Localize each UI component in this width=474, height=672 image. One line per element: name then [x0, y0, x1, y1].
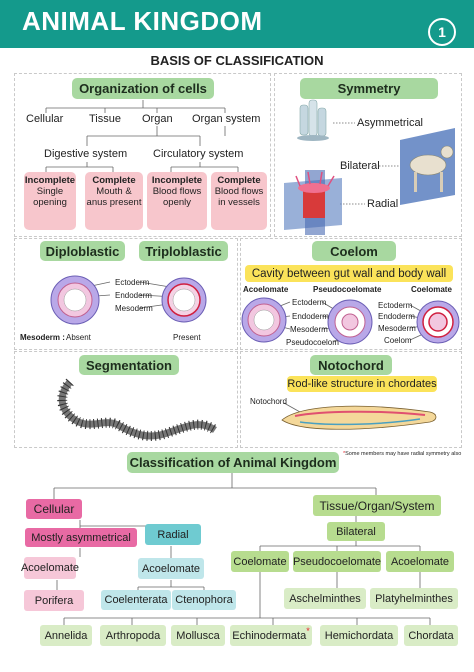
pseudocoelomate-heading: Pseudocoelomate [313, 285, 382, 294]
circulatory-system-label: Circulatory system [153, 148, 244, 160]
echinodermata-star: * [306, 625, 310, 636]
pseudocoelomate-diagram [327, 299, 373, 345]
classification-title: Classification of Animal Kingdom [127, 452, 339, 473]
coelenterata-node: Coelenterata [101, 590, 171, 610]
goat-illustration [400, 128, 455, 205]
level-organ: Organ [142, 113, 173, 125]
coelom-title: Coelom [312, 241, 396, 261]
page-title: ANIMAL KINGDOM [22, 6, 263, 36]
coelom-endoderm-label: Endoderm [292, 312, 329, 321]
coelom-ectoderm-label: Ectoderm [292, 298, 327, 307]
notochord-label: Notochord [250, 397, 287, 406]
hemichordata-node: Hemichordata [320, 625, 398, 646]
segmentation-title: Segmentation [79, 355, 179, 375]
tissue-organ-system-node: Tissue/Organ/System [313, 495, 441, 516]
echinodermata-node: Echinodermata* [230, 625, 312, 646]
ctenophora-node: Ctenophora [172, 590, 236, 610]
bilateral-label: Bilateral [340, 160, 380, 172]
porifera-node: Porifera [24, 590, 84, 611]
pseudocoelom-label: Pseudocoelom [286, 338, 339, 347]
panel-symmetry [274, 73, 462, 237]
level-cellular: Cellular [26, 113, 64, 125]
mesoderm-absent: Absent [66, 333, 91, 342]
triploblastic-title: Triploblastic [139, 241, 228, 261]
mesoderm-label: Mesoderm [115, 304, 153, 313]
asymmetrical-label: Asymmetrical [357, 117, 424, 129]
endoderm-label: Endoderm [115, 291, 152, 300]
panel-notochord [240, 351, 462, 448]
bilateral-node: Bilateral [327, 522, 385, 541]
organization-title: Organization of cells [72, 78, 214, 99]
lancelet-illustration [281, 405, 437, 430]
acoelomate-cellular-node: Acoelomate [21, 557, 79, 579]
radial-animal-illustration [284, 170, 342, 235]
coelomate-heading: Coelomate [411, 285, 452, 294]
header-bar [0, 0, 474, 48]
mesoderm-present: Present [173, 333, 201, 342]
pseudocoelomate-node: Pseudocoelomate [293, 551, 381, 572]
diploblastic-title: Diploblastic [40, 241, 125, 261]
mesoderm-row-label: Mesoderm : [20, 333, 65, 342]
coelom-definition: Cavity between gut wall and body wall [245, 265, 453, 282]
annelida-node: Annelida [40, 625, 92, 646]
symmetry-title: Symmetry [300, 78, 438, 99]
coelomate-mesoderm-label: Mesoderm [378, 324, 416, 333]
symmetry-footnote: *Some members may have radial symmetry a… [343, 451, 462, 457]
platyhelminthes-node: Platyhelminthes [370, 588, 458, 609]
aschelminthes-node: Aschelminthes [284, 588, 366, 609]
mostly-asymmetrical-node: Mostly asymmetrical [25, 528, 137, 547]
acoelomate-bilateral-node: Acoelomate [386, 551, 454, 572]
level-organ-system: Organ system [192, 113, 261, 125]
notochord-title: Notochord [310, 355, 392, 375]
level-tissue: Tissue [89, 113, 121, 125]
footnote-star: * [343, 451, 346, 457]
ectoderm-label: Ectoderm [115, 278, 150, 287]
panel-segmentation [14, 351, 238, 448]
section-subtitle: BASIS OF CLASSIFICATION [150, 53, 324, 68]
coelom-mesoderm-label: Mesoderm [290, 325, 328, 334]
acoelomate-radial-node: Acoelomate [138, 558, 204, 579]
panel-germ-layers [14, 238, 238, 350]
mollusca-node: Mollusca [171, 625, 225, 646]
acoelomate-heading: Acoelomate [243, 285, 289, 294]
coelomate-endoderm-label: Endoderm [378, 312, 415, 321]
notochord-definition: Rod-like structure in chordates [287, 376, 437, 392]
coelom-cavity-label: Coelom [384, 336, 412, 345]
triploblastic-diagram [161, 277, 207, 323]
diploblastic-diagram [50, 275, 100, 325]
radial-node: Radial [145, 524, 201, 545]
coelomate-diagram [416, 300, 460, 344]
sponge-illustration [297, 99, 329, 141]
coelomate-node: Coelomate [231, 551, 289, 572]
chordata-node: Chordata [404, 625, 458, 646]
segmented-worm-illustration [57, 378, 218, 441]
acoelomate-diagram [241, 297, 287, 343]
cellular-node: Cellular [26, 499, 82, 519]
digestive-system-label: Digestive system [44, 148, 128, 160]
panel-coelom [240, 238, 462, 350]
page-number: 1 [428, 18, 456, 46]
arthropoda-node: Arthropoda [100, 625, 166, 646]
coelomate-ectoderm-label: Ectoderm [378, 301, 413, 310]
panel-organization [14, 73, 271, 237]
radial-label: Radial [367, 198, 399, 210]
